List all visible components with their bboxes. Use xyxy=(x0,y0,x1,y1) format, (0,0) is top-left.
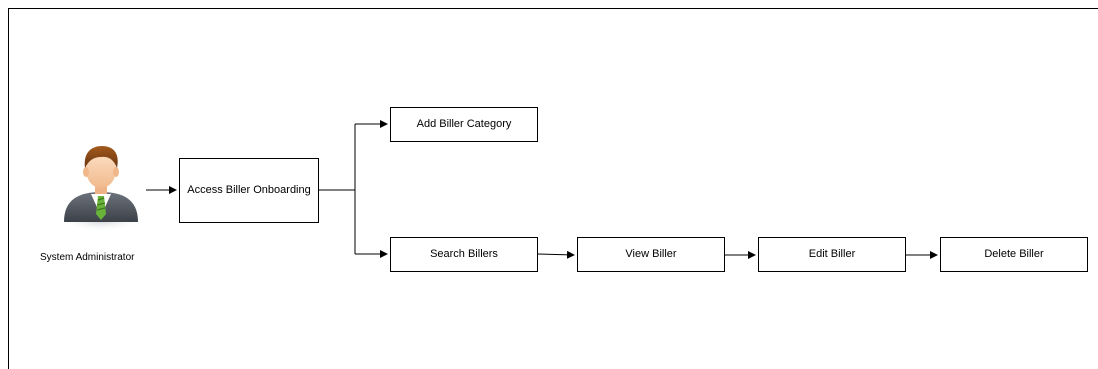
search-billers-node: Search Billers xyxy=(390,237,538,272)
view-biller-label: View Biller xyxy=(625,248,677,260)
view-biller-node: View Biller xyxy=(577,237,725,272)
delete-biller-node: Delete Biller xyxy=(940,237,1088,272)
add-biller-category-label: Add Biller Category xyxy=(416,118,512,130)
edit-biller-node: Edit Biller xyxy=(758,237,906,272)
add-biller-category-node: Add Biller Category xyxy=(390,107,538,142)
edit-biller-label: Edit Biller xyxy=(808,248,856,260)
actor-label: System Administrator xyxy=(40,252,135,263)
user-avatar-icon xyxy=(54,136,148,236)
arrow-search-to-view xyxy=(537,250,575,259)
delete-biller-label: Delete Biller xyxy=(984,248,1044,260)
search-billers-label: Search Billers xyxy=(430,248,498,260)
access-biller-onboarding-node: Access Biller Onboarding xyxy=(179,158,319,223)
access-biller-onboarding-label: Access Biller Onboarding xyxy=(187,184,311,196)
diagram-frame xyxy=(8,8,1098,369)
